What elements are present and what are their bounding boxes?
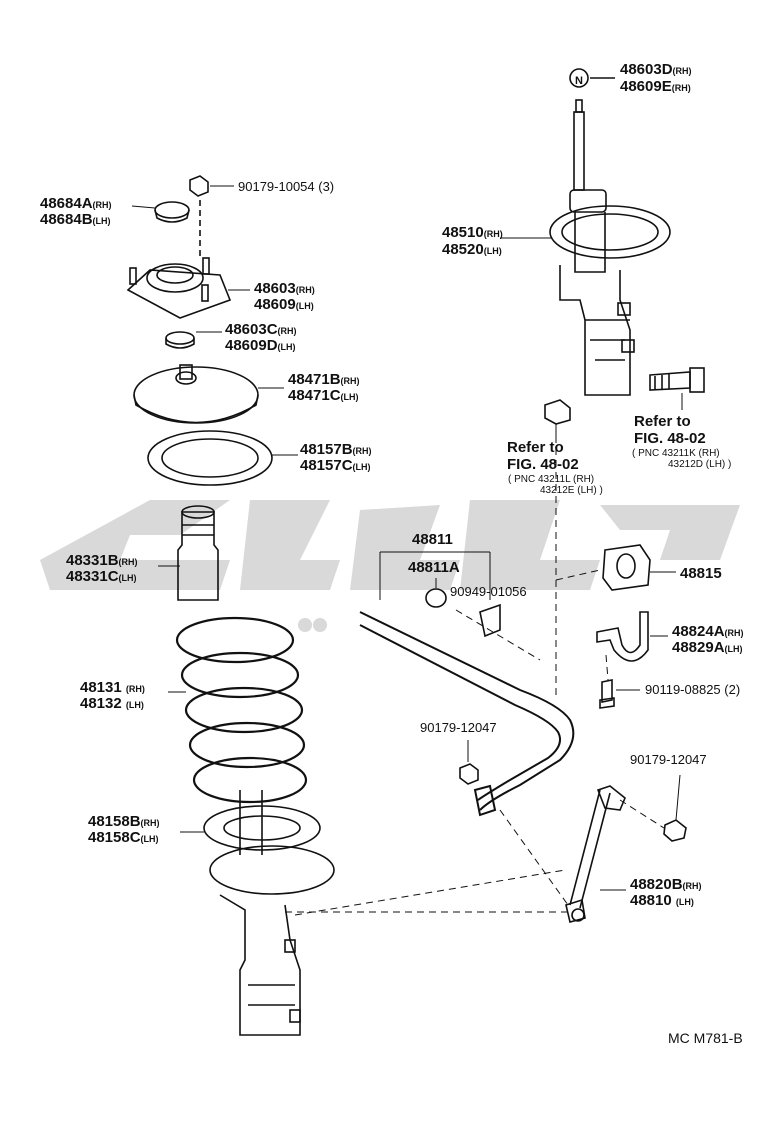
label-48520: 48520(LH) [442,241,502,258]
label-48471C: 48471C(LH) [288,387,359,404]
label-48829A: 48829A(LH) [672,639,743,656]
refer-to-text-center: Refer to [507,439,564,456]
stabilizer-bushing [602,544,651,591]
label-90949-01056: 90949-01056 [450,584,527,599]
label-48684B: 48684B(LH) [40,211,111,228]
label-48157B: 48157B(RH) [300,441,372,458]
dust-cap [154,201,190,219]
pnc-ref-center-1: ( PNC 43211L (RH) [508,474,595,485]
fig-ref-right: FIG. 48-02 [634,430,706,447]
bolt-right [649,367,705,393]
label-48603D: 48603D(RH) [620,61,692,78]
pnc-ref-center-2: 43212E (LH) ) [540,485,603,496]
fig-ref-center: FIG. 48-02 [507,456,579,473]
pnc-ref-right-1: ( PNC 43211K (RH) [632,448,720,459]
nut-center [544,399,571,425]
label-48815: 48815 [680,565,722,582]
upper-spring-seat [133,364,259,424]
line-art [126,68,705,1036]
n-symbol-text: N [575,75,583,87]
stabilizer-link-bushing [425,588,447,608]
label-48132: 48132 (LH) [80,695,144,712]
n-symbol-circle [569,68,589,88]
spring-insulator [147,430,273,486]
label-90179-12047-left: 90179-12047 [420,720,497,735]
refer-to-text-right: Refer to [634,413,691,430]
bracket-bolt [599,679,615,709]
label-90119-08825: 90119-08825 (2) [645,682,741,697]
label-48811: 48811 [412,531,453,548]
coil-spring [175,616,308,804]
watermark-logo [40,500,740,632]
label-48471B: 48471B(RH) [288,371,360,388]
label-48810: 48810 (LH) [630,892,694,909]
bushing-clip [479,603,501,638]
label-48609D: 48609D(LH) [225,337,296,354]
nut-top [189,175,209,197]
label-48157C: 48157C(LH) [300,457,371,474]
label-48158C: 48158C(LH) [88,829,159,846]
label-48609E: 48609E(RH) [620,78,691,95]
bushing-bracket [596,611,649,662]
label-48510: 48510(RH) [442,224,503,241]
label-48820B: 48820B(RH) [630,876,702,893]
strut-support [126,257,232,319]
nut-left [459,763,479,785]
label-48603C: 48603C(RH) [225,321,297,338]
label-90179-12047-right: 90179-12047 [630,752,707,767]
label-48609: 48609(LH) [254,296,314,313]
shock-absorber-lh [209,790,335,1036]
leader-lines [131,185,683,916]
stabilizer-bar [359,611,575,817]
label-48684A: 48684A(RH) [40,195,112,212]
pnc-ref-right-2: 43212D (LH) ) [668,459,732,470]
nut-right [663,819,687,842]
label-48824A: 48824A(RH) [672,623,744,640]
label-90179-10054: 90179-10054 (3) [238,179,335,194]
shock-absorber-rh [549,99,671,396]
label-48331B: 48331B(RH) [66,552,138,569]
label-48158B: 48158B(RH) [88,813,160,830]
support-washer [165,331,195,345]
label-48811A: 48811A [408,559,460,576]
stabilizer-link [565,785,626,923]
label-48131: 48131 (RH) [80,679,145,696]
label-48603: 48603(RH) [254,280,315,297]
figure-code: MC M781-B [668,1030,743,1046]
label-48331C: 48331C(LH) [66,568,137,585]
bound-bumper [177,505,219,601]
